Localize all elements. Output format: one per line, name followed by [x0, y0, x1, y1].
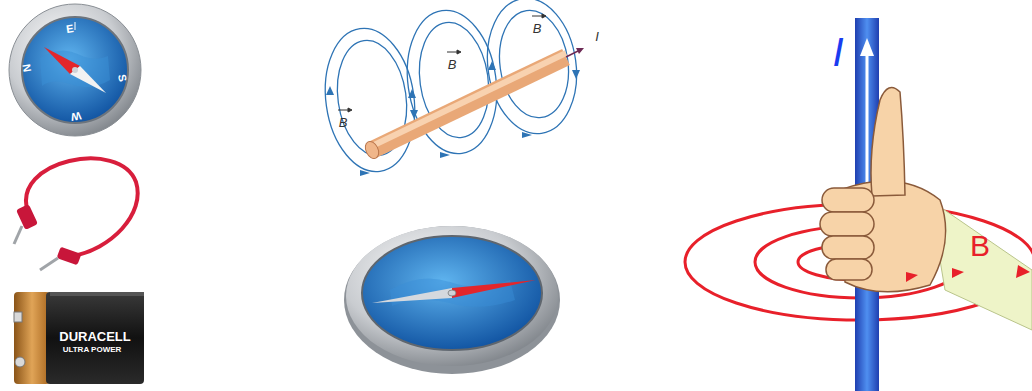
field-symbol: B: [448, 58, 457, 71]
current-symbol: I: [832, 32, 843, 72]
field-symbol: B: [339, 116, 348, 129]
compass-icon: [344, 226, 560, 374]
vector-arrows: [338, 14, 546, 112]
compass-letter: E: [66, 23, 75, 35]
compass-icon: [9, 4, 141, 136]
right-hand-rule: [685, 18, 1032, 391]
compass-letter: S: [116, 73, 128, 82]
compass-letter: W: [70, 110, 82, 123]
test-lead: [14, 158, 138, 270]
brand-text: ULTRA POWER: [63, 346, 122, 354]
battery-icon: [14, 292, 144, 384]
current-symbol: I: [595, 30, 599, 43]
compass-letter: N: [21, 63, 33, 73]
straight-wire: [363, 48, 584, 161]
field-symbol: B: [533, 22, 542, 35]
field-symbol: B: [970, 231, 990, 261]
magnetic-field-loops: [316, 0, 585, 177]
brand-text: DURACELL: [59, 330, 131, 343]
